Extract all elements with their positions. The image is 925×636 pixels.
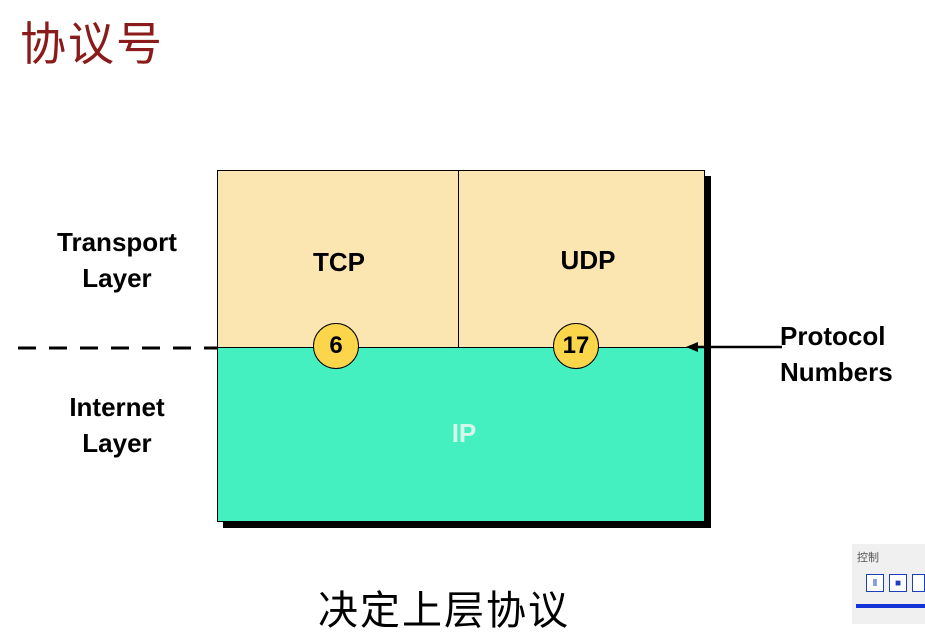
slide-title: 协议号 (20, 17, 164, 71)
transport-layer-area: TCP UDP (218, 171, 704, 347)
internet-label-line1: Internet (69, 392, 165, 422)
internet-label-line2: Layer (82, 428, 152, 458)
control-widget: 控制 Ⅱ ■ (852, 544, 925, 624)
callout-line2: Numbers (780, 357, 893, 387)
tcp-udp-divider (458, 171, 459, 347)
udp-label: UDP (560, 245, 616, 275)
layer-boundary-dashed-line (18, 346, 218, 350)
slide-footer: 决定上层协议 (318, 588, 570, 634)
tcp-label: TCP (313, 247, 365, 277)
control-progress-bar (856, 604, 925, 608)
control-widget-label: 控制 (857, 552, 879, 564)
more-icon[interactable] (912, 574, 925, 592)
transport-label-line1: Transport (57, 227, 177, 257)
stop-icon[interactable]: ■ (889, 574, 907, 592)
internet-layer-area: IP (218, 347, 704, 521)
pause-icon[interactable]: Ⅱ (866, 574, 884, 592)
ip-label: IP (451, 418, 477, 448)
protocol-stack-box: TCP UDP IP (217, 170, 705, 522)
tcp-protocol-number: 6 (313, 323, 359, 369)
udp-protocol-number: 17 (553, 323, 599, 369)
internet-layer-label: Internet Layer (40, 389, 194, 461)
protocol-numbers-callout: Protocol Numbers (780, 318, 893, 390)
transport-label-line2: Layer (82, 263, 152, 293)
callout-line1: Protocol (780, 321, 886, 351)
transport-layer-label: Transport Layer (40, 224, 194, 296)
protocol-numbers-arrow (686, 342, 782, 352)
